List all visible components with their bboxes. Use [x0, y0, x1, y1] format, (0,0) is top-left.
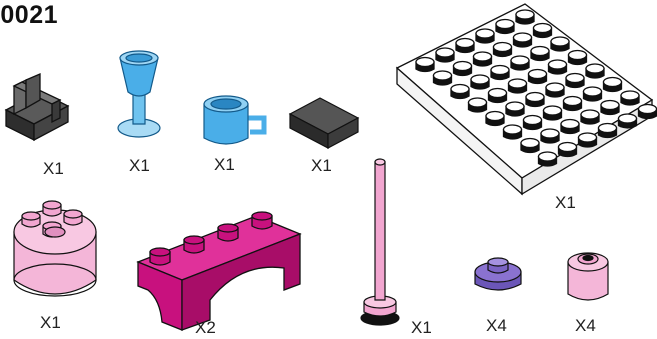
plate-stud-top: [577, 132, 598, 143]
plate-stud-top: [492, 41, 513, 53]
plate-stud-top: [542, 105, 563, 116]
plate-stud-top: [540, 128, 560, 139]
plate-stud-top: [502, 124, 523, 135]
plate-stud-top: [452, 60, 473, 72]
plate-stud-top: [520, 137, 540, 149]
plate-stud-top: [620, 90, 640, 101]
plate-stud-top: [530, 45, 550, 57]
plate-stud-top: [450, 83, 470, 95]
plate-stud-top: [470, 74, 490, 85]
plate-stud-top: [565, 72, 585, 84]
plate-stud-top: [537, 151, 558, 162]
quantity-label: X2: [195, 318, 216, 337]
plate-stud-top: [472, 51, 493, 62]
plate-stud-top: [455, 37, 475, 49]
plate-stud-top: [567, 49, 588, 61]
plate-stud-top: [510, 55, 530, 66]
plate-stud-top: [602, 76, 623, 88]
arch-brick-1x4-piece: [136, 211, 302, 331]
antenna-piece: [360, 158, 400, 326]
plate-stud-top: [547, 59, 568, 70]
plate-stud-top: [525, 91, 545, 103]
round-plate-1x1-piece: [474, 257, 522, 291]
plate-stud-top: [485, 110, 505, 122]
plate-stud-top: [522, 114, 543, 126]
goblet-piece: [117, 50, 161, 138]
plate-stud-top: [487, 87, 508, 99]
plate-stud-top: [532, 22, 553, 34]
set-number: 20021: [0, 1, 59, 29]
quantity-label: X1: [411, 318, 432, 337]
quantity-label: X4: [486, 316, 507, 335]
plate-stud-top: [515, 9, 535, 20]
plate-stud-top: [580, 109, 600, 120]
quantity-label: X1: [555, 193, 576, 212]
mug-piece: [203, 95, 267, 145]
plate-stud-top: [617, 113, 638, 124]
plate-stud-top: [475, 28, 495, 39]
plate-stud-top: [527, 68, 548, 80]
plate-stud-top: [562, 95, 583, 107]
plate-stud-top: [507, 78, 528, 89]
quantity-label: X1: [40, 313, 61, 332]
plate-stud-top: [560, 118, 580, 130]
tile-1x2-piece: [288, 97, 360, 149]
plate-stud-top: [512, 32, 533, 43]
plate-stud-top: [490, 64, 510, 76]
plate-stud-top: [432, 70, 453, 81]
plate-stud-top: [435, 47, 455, 58]
quantity-label: X1: [311, 156, 332, 175]
quantity-label: X4: [575, 316, 596, 335]
plate-stud-top: [597, 122, 618, 134]
plate-stud-top: [557, 141, 578, 153]
plate-stud-top: [467, 97, 488, 108]
plate-stud-top: [550, 36, 570, 47]
plate-stud-top: [505, 101, 525, 112]
round-brick-1x1-piece: [567, 252, 609, 301]
quantity-label: X1: [214, 155, 235, 174]
plate-stud-top: [600, 99, 620, 111]
plate-stud-top: [637, 103, 657, 115]
plate-stud-top: [545, 82, 565, 93]
plate-6x8-piece: [395, 3, 657, 196]
plate-stud-top: [415, 56, 435, 68]
plate-stud-top: [585, 63, 605, 74]
plate-stud-top: [495, 18, 515, 30]
plate-stud-top: [582, 86, 603, 97]
quantity-label: X1: [129, 156, 150, 175]
quantity-label: X1: [43, 159, 64, 178]
chair-piece: [4, 73, 70, 142]
round-brick-2x2-piece: [13, 200, 97, 297]
